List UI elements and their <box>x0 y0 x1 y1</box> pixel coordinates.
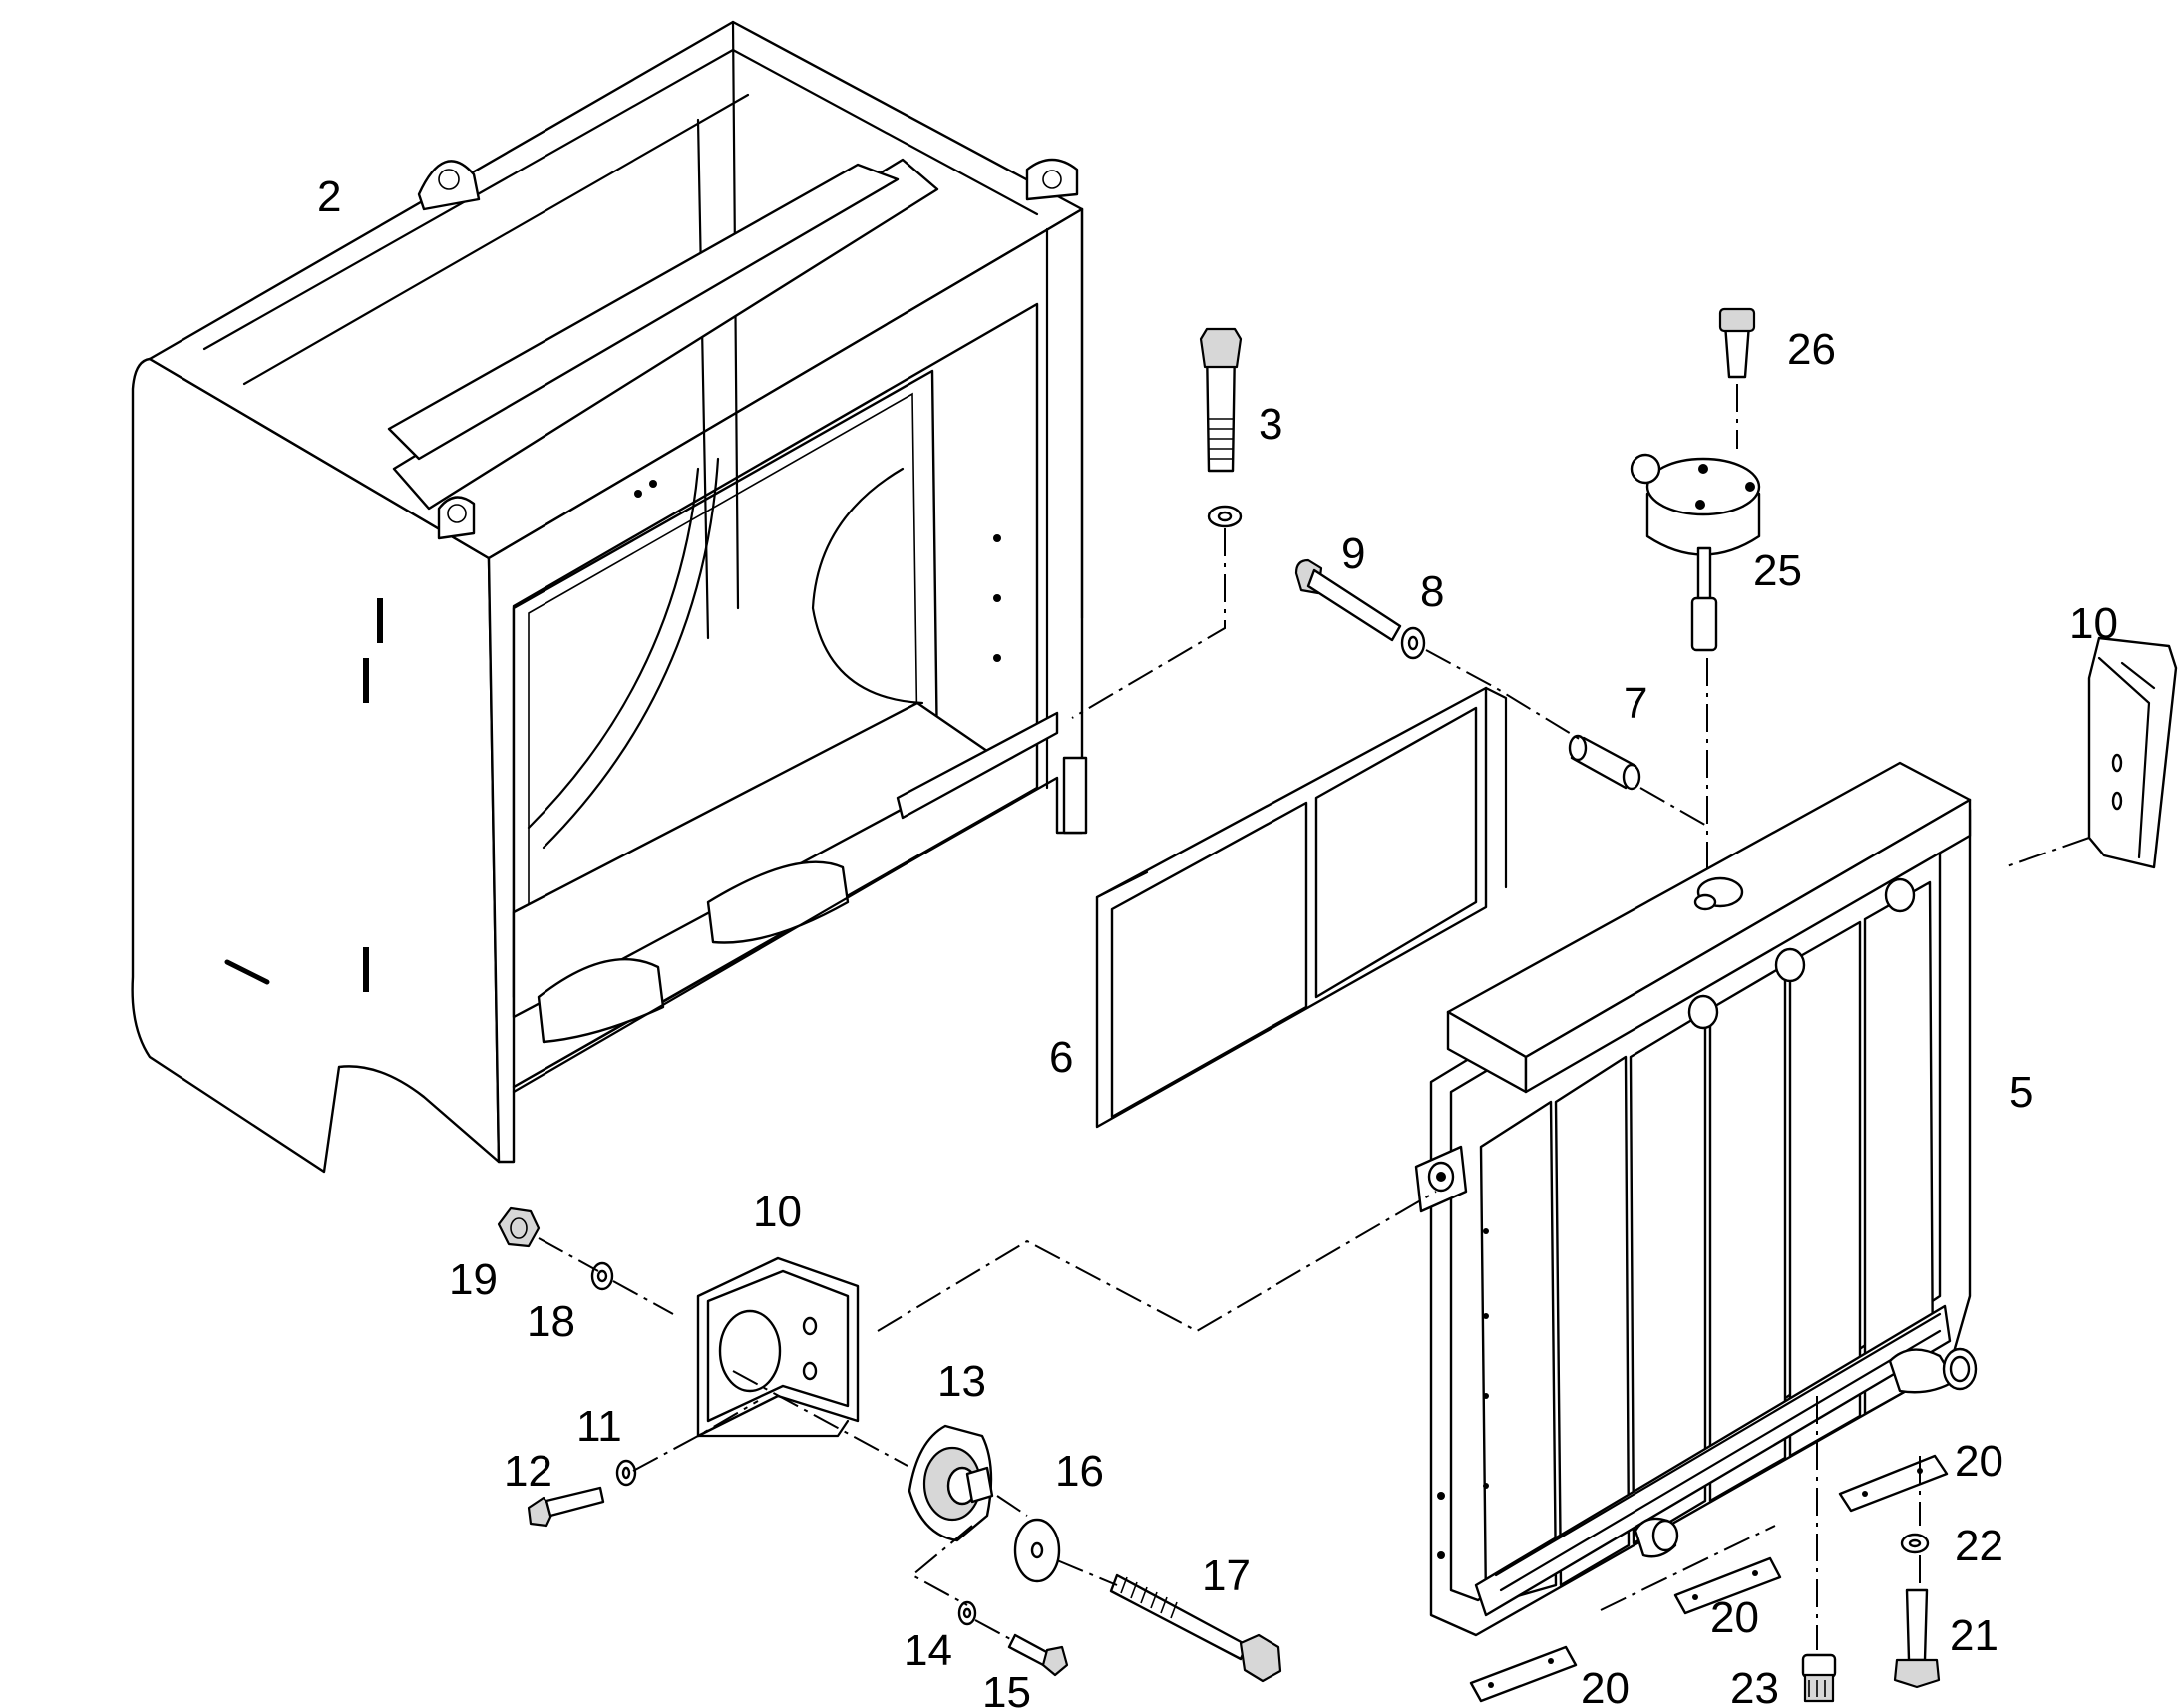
radiator-core-5 <box>1414 761 1978 1637</box>
callout-19: 19 <box>449 1255 498 1304</box>
screen-guard-6 <box>1095 686 1508 1129</box>
expansion-cap-25 <box>1630 453 1761 652</box>
callout-5: 5 <box>2009 1068 2033 1117</box>
bolt-15 <box>1007 1633 1069 1677</box>
spacer-sleeve-7 <box>1568 734 1641 791</box>
callout-20-c: 20 <box>1581 1664 1630 1708</box>
callout-6: 6 <box>1049 1033 1073 1082</box>
shim-20b <box>1673 1556 1782 1615</box>
callout-13: 13 <box>937 1357 986 1406</box>
bolt-12 <box>527 1486 605 1528</box>
washer-18 <box>590 1261 614 1291</box>
callout-12: 12 <box>504 1447 552 1496</box>
shroud-housing <box>131 20 1088 1174</box>
cap-screw-26 <box>1718 307 1756 379</box>
mounting-bracket-10-right <box>2087 636 2178 869</box>
callout-2: 2 <box>317 172 341 221</box>
callout-16: 16 <box>1055 1447 1104 1496</box>
mounting-bracket-10-left <box>696 1256 860 1438</box>
callout-26: 26 <box>1787 325 1836 374</box>
callout-labels: 2 3 5 6 7 8 9 10 10 11 12 13 14 15 16 17… <box>317 172 2118 1708</box>
callout-10-left: 10 <box>753 1188 802 1236</box>
callout-22: 22 <box>1955 1522 2003 1570</box>
bolt-21 <box>1893 1588 1941 1689</box>
callout-20-a: 20 <box>1955 1437 2003 1486</box>
callout-20-b: 20 <box>1710 1593 1759 1642</box>
hex-bolt-3 <box>1199 327 1243 528</box>
callout-9: 9 <box>1341 529 1365 578</box>
callout-17: 17 <box>1202 1551 1251 1600</box>
washer-14 <box>957 1600 977 1626</box>
washer-22 <box>1900 1533 1930 1554</box>
nut-19 <box>497 1206 541 1248</box>
callout-8: 8 <box>1420 567 1444 616</box>
washer-8 <box>1400 626 1426 660</box>
washer-11 <box>615 1459 637 1487</box>
shim-20a <box>1838 1454 1949 1513</box>
callout-3: 3 <box>1259 400 1282 449</box>
disc-washer-16 <box>1013 1518 1061 1583</box>
callout-7: 7 <box>1624 679 1647 728</box>
callout-25: 25 <box>1753 546 1802 595</box>
callout-14: 14 <box>904 1626 952 1675</box>
rubber-mount-13 <box>908 1424 994 1542</box>
callout-11: 11 <box>576 1402 622 1451</box>
bolt-9 <box>1294 558 1402 642</box>
leader-lines <box>538 384 2090 1650</box>
drain-plug-23 <box>1801 1653 1837 1703</box>
long-bolt-17 <box>1109 1573 1282 1683</box>
callout-15: 15 <box>982 1668 1031 1708</box>
callout-23: 23 <box>1730 1664 1779 1708</box>
shim-20c <box>1469 1645 1578 1703</box>
callout-10-right: 10 <box>2069 599 2118 648</box>
callout-21: 21 <box>1950 1611 1998 1660</box>
callout-18: 18 <box>527 1297 575 1346</box>
